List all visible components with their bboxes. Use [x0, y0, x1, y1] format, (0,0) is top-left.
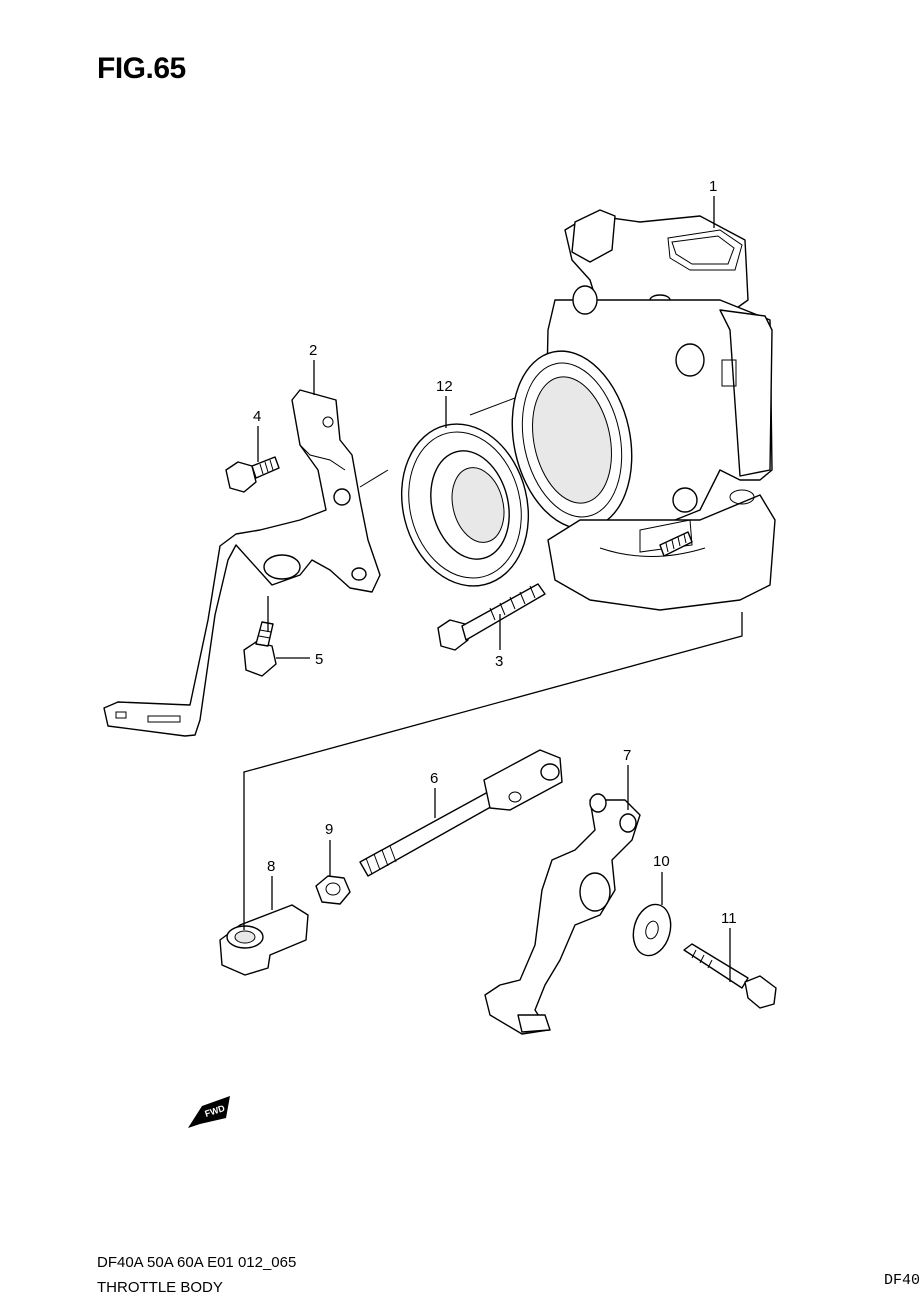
- throttle-lever-part: [484, 793, 641, 1035]
- bolt-5-part: [243, 621, 277, 677]
- bolt-3-part: [437, 583, 546, 651]
- callout-6: 6: [430, 770, 438, 787]
- model-code: DF40A 50A 60A E01 012_065: [97, 1254, 297, 1271]
- callout-7: 7: [623, 747, 631, 764]
- callout-4: 4: [253, 408, 261, 425]
- callout-12: 12: [436, 378, 453, 395]
- nut-part: [315, 875, 351, 905]
- callout-5: 5: [315, 651, 323, 668]
- bolt-4-part: [225, 456, 280, 493]
- washer-part: [632, 903, 672, 957]
- callout-3: 3: [495, 653, 503, 670]
- fwd-arrow-icon: FWD: [188, 1096, 230, 1128]
- callout-1: 1: [709, 178, 717, 195]
- bolt-11-part: [683, 943, 777, 1009]
- link-rod-part: [359, 749, 563, 877]
- bracket-part: [103, 389, 389, 737]
- figure-title: FIG.65: [97, 52, 186, 85]
- section-name: THROTTLE BODY: [97, 1279, 223, 1296]
- throttle-body-part: [511, 209, 776, 611]
- callout-11: 11: [721, 910, 737, 927]
- intake-seal-part: [400, 397, 530, 587]
- callout-8: 8: [267, 858, 275, 875]
- rod-end-part: [219, 904, 309, 976]
- callout-10: 10: [653, 853, 670, 870]
- callout-2: 2: [309, 342, 317, 359]
- leader-lines: [243, 196, 743, 982]
- page-tag: DF40: [884, 1272, 921, 1289]
- callout-9: 9: [325, 821, 333, 838]
